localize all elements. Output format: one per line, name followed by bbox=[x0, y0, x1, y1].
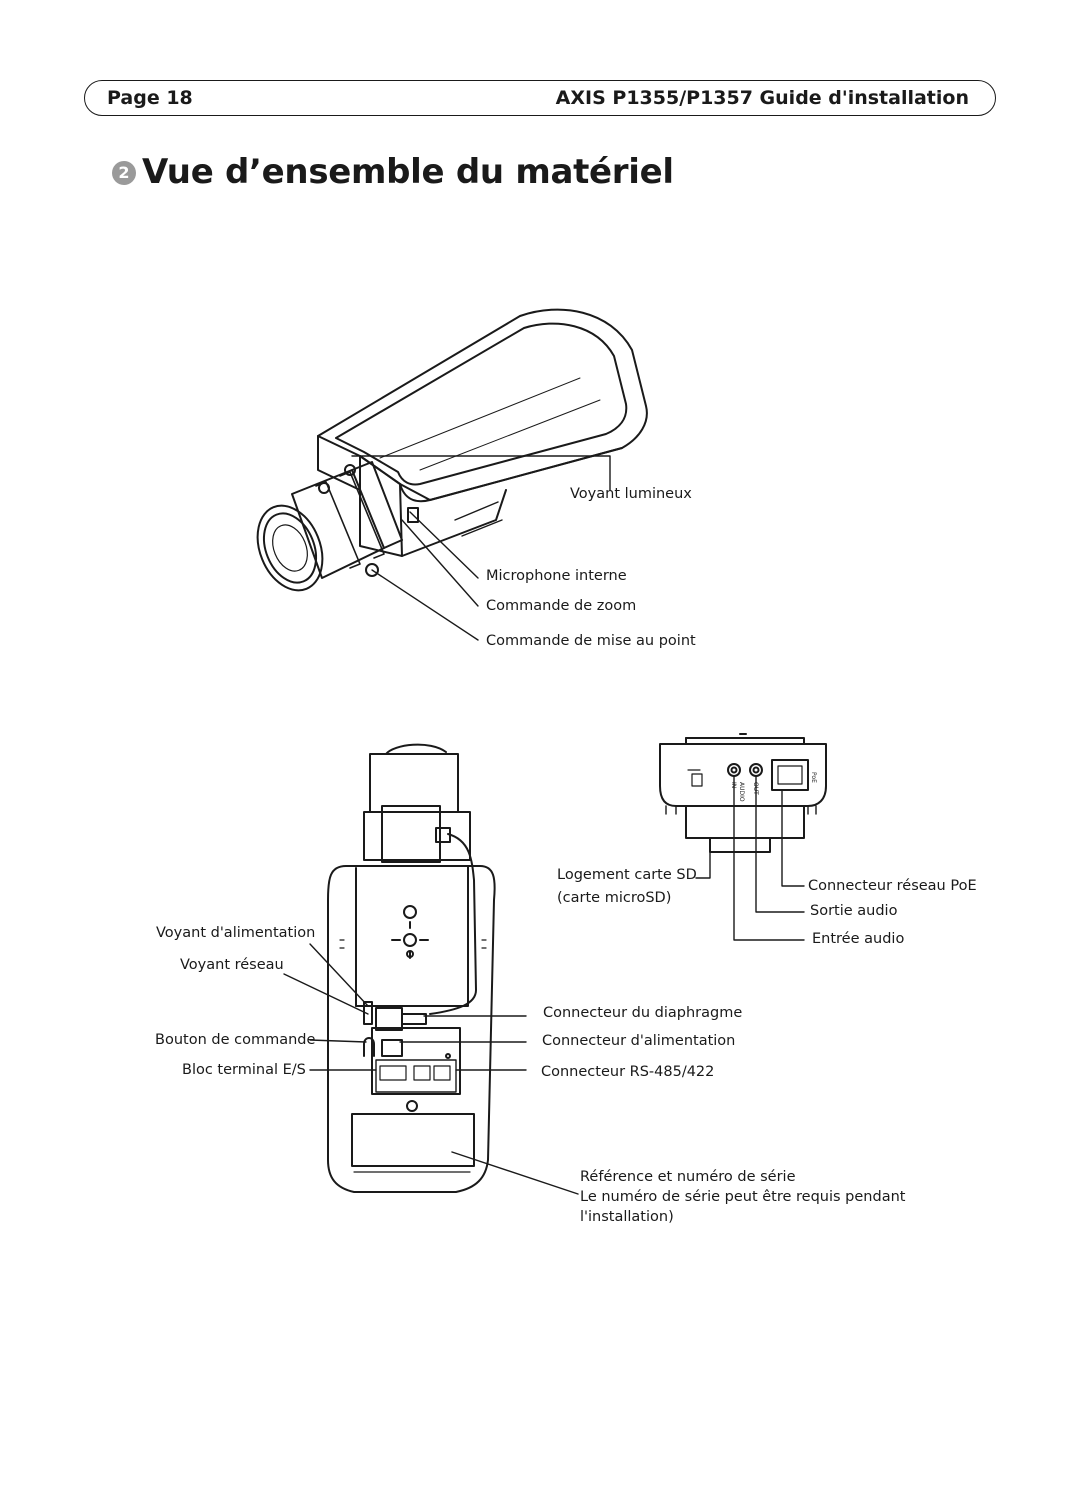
page-header: Page 18 AXIS P1355/P1357 Guide d'install… bbox=[84, 80, 996, 116]
label-sd-slot: Logement carte SD bbox=[557, 867, 697, 883]
label-audio-in: Entrée audio bbox=[812, 931, 905, 947]
camera-rear-view bbox=[327, 743, 496, 1193]
label-power-led: Voyant d'alimentation bbox=[156, 925, 316, 941]
document-title: AXIS P1355/P1357 Guide d'installation bbox=[555, 87, 969, 109]
label-io-terminal: Bloc terminal E/S bbox=[182, 1062, 306, 1078]
label-iris-connector: Connecteur du diaphragme bbox=[543, 1005, 743, 1021]
label-network-led: Voyant réseau bbox=[180, 957, 284, 973]
label-power-connector: Connecteur d'alimentation bbox=[542, 1033, 736, 1049]
label-audio-out: Sortie audio bbox=[810, 903, 898, 919]
label-sd-slot-sub: (carte microSD) bbox=[557, 890, 672, 906]
top-leaders bbox=[351, 455, 611, 641]
label-rs485-connector: Connecteur RS-485/422 bbox=[541, 1064, 715, 1080]
label-control-button: Bouton de commande bbox=[155, 1032, 316, 1048]
audio-out-mark: OUT bbox=[752, 782, 759, 795]
label-serial-note-line1: Le numéro de série peut être requis pend… bbox=[580, 1189, 906, 1205]
label-focus-control: Commande de mise au point bbox=[486, 633, 696, 649]
audio-mark: AUDIO bbox=[738, 782, 745, 802]
page-number: Page 18 bbox=[107, 87, 193, 109]
label-serial-note-line2: l'installation) bbox=[580, 1209, 674, 1225]
poe-mark: PoE bbox=[810, 772, 817, 783]
bottom-leaders bbox=[695, 775, 805, 941]
label-zoom-control: Commande de zoom bbox=[486, 598, 637, 614]
camera-top-view bbox=[256, 308, 648, 592]
audio-in-mark: IN bbox=[730, 782, 737, 788]
rear-leaders bbox=[283, 943, 579, 1195]
section-number-badge: 2 bbox=[112, 161, 136, 185]
camera-bottom-view bbox=[659, 733, 827, 853]
section-title: Vue d’ensemble du matériel bbox=[142, 152, 674, 192]
label-serial-reference: Référence et numéro de série bbox=[580, 1169, 796, 1185]
label-microphone: Microphone interne bbox=[486, 568, 627, 584]
label-status-led: Voyant lumineux bbox=[570, 486, 692, 502]
label-poe-connector: Connecteur réseau PoE bbox=[808, 878, 977, 894]
